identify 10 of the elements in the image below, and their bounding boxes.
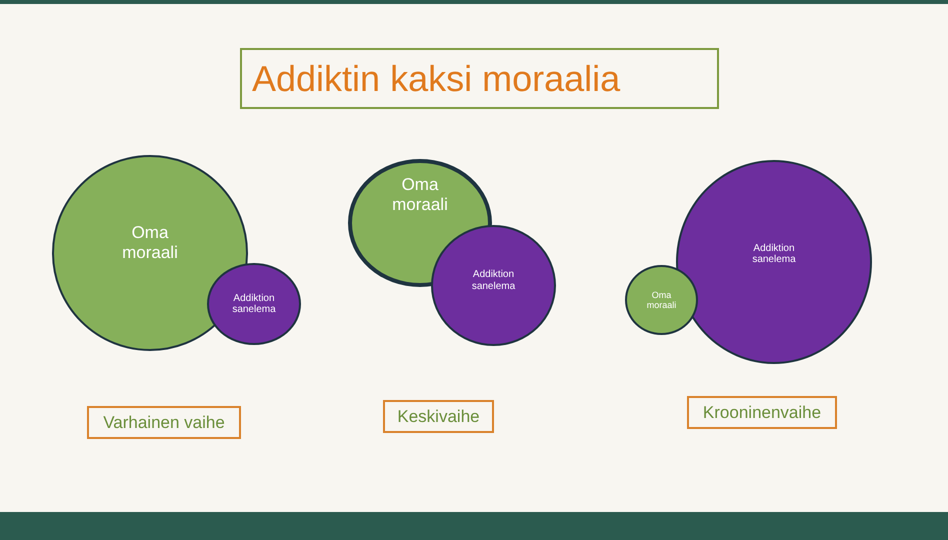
- circle-label: Addiktion sanelema: [751, 242, 797, 266]
- stage-label: Keskivaihe: [383, 400, 494, 433]
- circle-label: Oma moraali: [121, 223, 179, 263]
- stage-label: Krooninenvaihe: [687, 396, 837, 429]
- slide-title: Addiktin kaksi moraalia: [240, 48, 719, 109]
- circle-label: Addiktion sanelema: [231, 292, 277, 316]
- circle-label: Addiktion sanelema: [470, 269, 516, 292]
- circle-label: Oma moraali: [646, 290, 678, 310]
- stage-label: Varhainen vaihe: [87, 406, 241, 439]
- circle-label: Oma moraali: [391, 175, 449, 214]
